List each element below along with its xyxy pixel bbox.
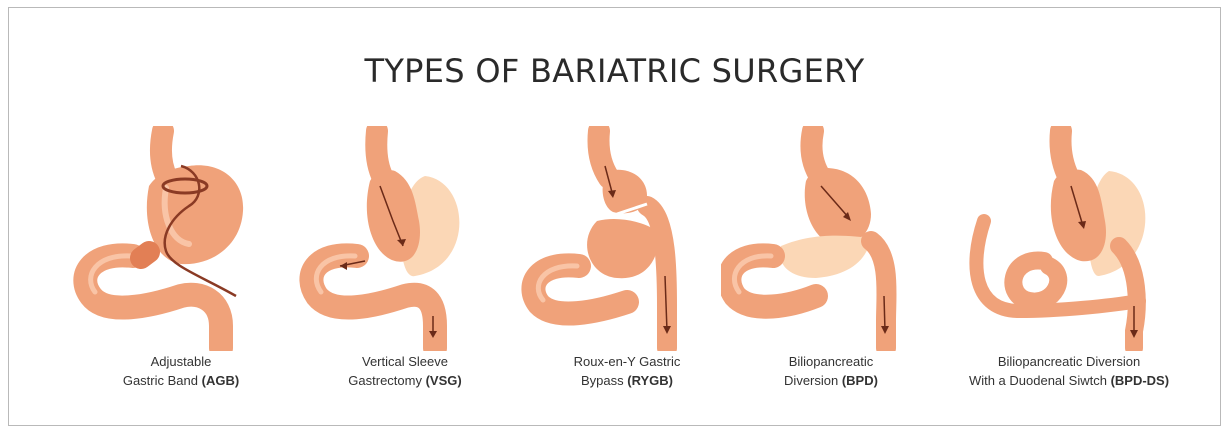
figure-frame: TYPES OF BARIATRIC SURGERY Adjustable Ga… <box>8 7 1221 426</box>
caption-bpd: Biliopancreatic Diversion (BPD) <box>701 352 961 390</box>
caption-vsg-line1: Vertical Sleeve <box>275 352 535 371</box>
caption-rygb-line2: Bypass <box>581 373 627 388</box>
caption-bpd-line1: Biliopancreatic <box>701 352 961 371</box>
panel-bpd: Biliopancreatic Diversion (BPD) <box>721 126 941 416</box>
caption-bpd-ds: Biliopancreatic Diversion With a Duodena… <box>939 352 1199 390</box>
panel-agb: Adjustable Gastric Band (AGB) <box>71 126 291 416</box>
caption-bpd-line2: Diversion <box>784 373 842 388</box>
vsg-stomach-illustration <box>295 126 515 351</box>
bpd-ds-stomach-illustration <box>959 126 1189 351</box>
caption-agb-line1: Adjustable <box>51 352 311 371</box>
caption-bpd-ds-line1: Biliopancreatic Diversion <box>939 352 1199 371</box>
caption-vsg: Vertical Sleeve Gastrectomy (VSG) <box>275 352 535 390</box>
bpd-stomach-illustration <box>721 126 941 351</box>
caption-agb-line2: Gastric Band <box>123 373 202 388</box>
caption-vsg-abbr: (VSG) <box>426 373 462 388</box>
agb-stomach-illustration <box>71 126 291 351</box>
caption-rygb-abbr: (RYGB) <box>627 373 673 388</box>
caption-vsg-line2: Gastrectomy <box>348 373 425 388</box>
caption-bpd-ds-line2: With a Duodenal Siwtch <box>969 373 1111 388</box>
caption-agb-abbr: (AGB) <box>202 373 240 388</box>
panel-vsg: Vertical Sleeve Gastrectomy (VSG) <box>295 126 515 416</box>
figure-title: TYPES OF BARIATRIC SURGERY <box>9 52 1220 90</box>
panel-bpd-ds: Biliopancreatic Diversion With a Duodena… <box>959 126 1179 416</box>
caption-bpd-abbr: (BPD) <box>842 373 878 388</box>
rygb-stomach-illustration <box>517 126 737 351</box>
caption-bpd-ds-abbr: (BPD-DS) <box>1111 373 1170 388</box>
caption-agb: Adjustable Gastric Band (AGB) <box>51 352 311 390</box>
